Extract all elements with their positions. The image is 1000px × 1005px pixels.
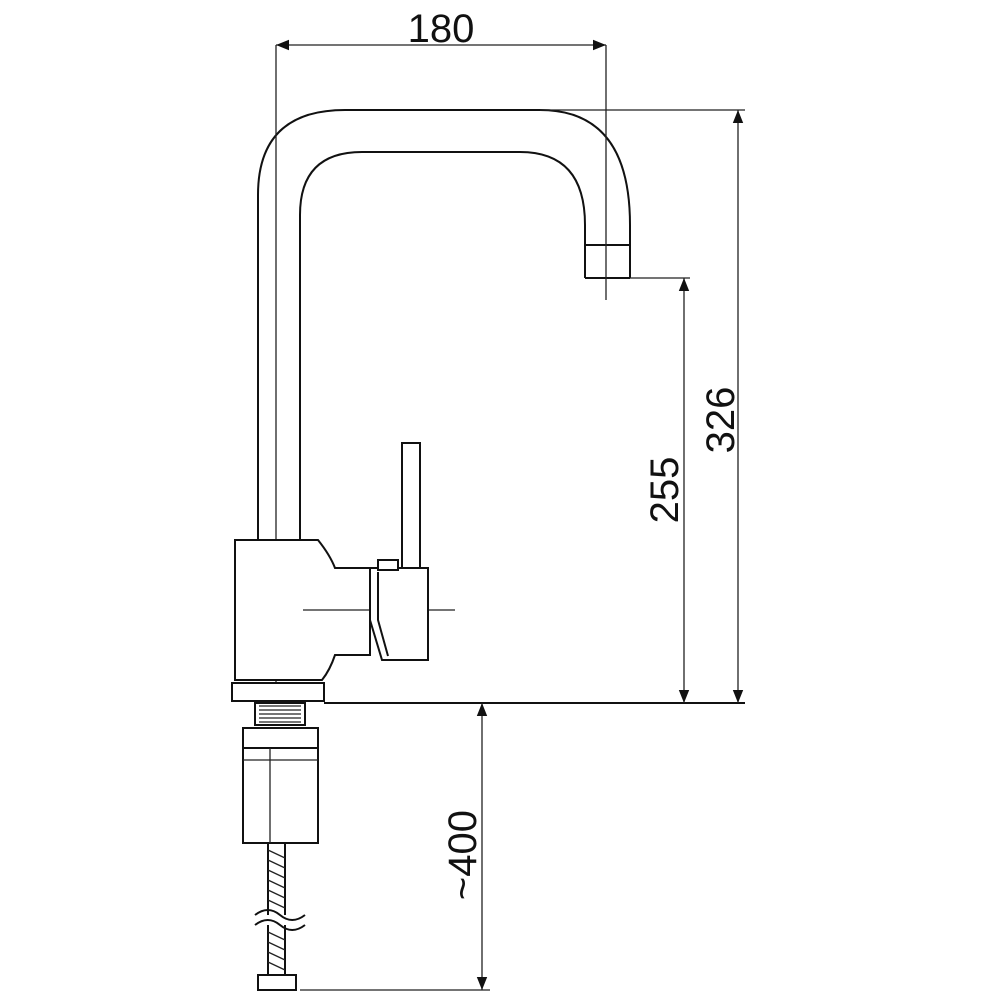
dimension-height-spout-label: 255 [643,457,687,524]
faucet-body [231,539,455,702]
dimension-width-label: 180 [408,7,475,51]
mounting-shank [242,702,319,844]
dimension-height-total-label: 326 [699,387,743,454]
dimension-height-spout: 255 [630,277,690,703]
flexible-hoses [254,843,306,991]
lever-handle [369,442,429,661]
dimension-width: 180 [276,7,606,51]
dimension-hose-length-label: ~400 [441,810,485,900]
dimension-height-total: 326 [540,109,745,703]
dimension-hose-length: ~400 [300,703,490,991]
